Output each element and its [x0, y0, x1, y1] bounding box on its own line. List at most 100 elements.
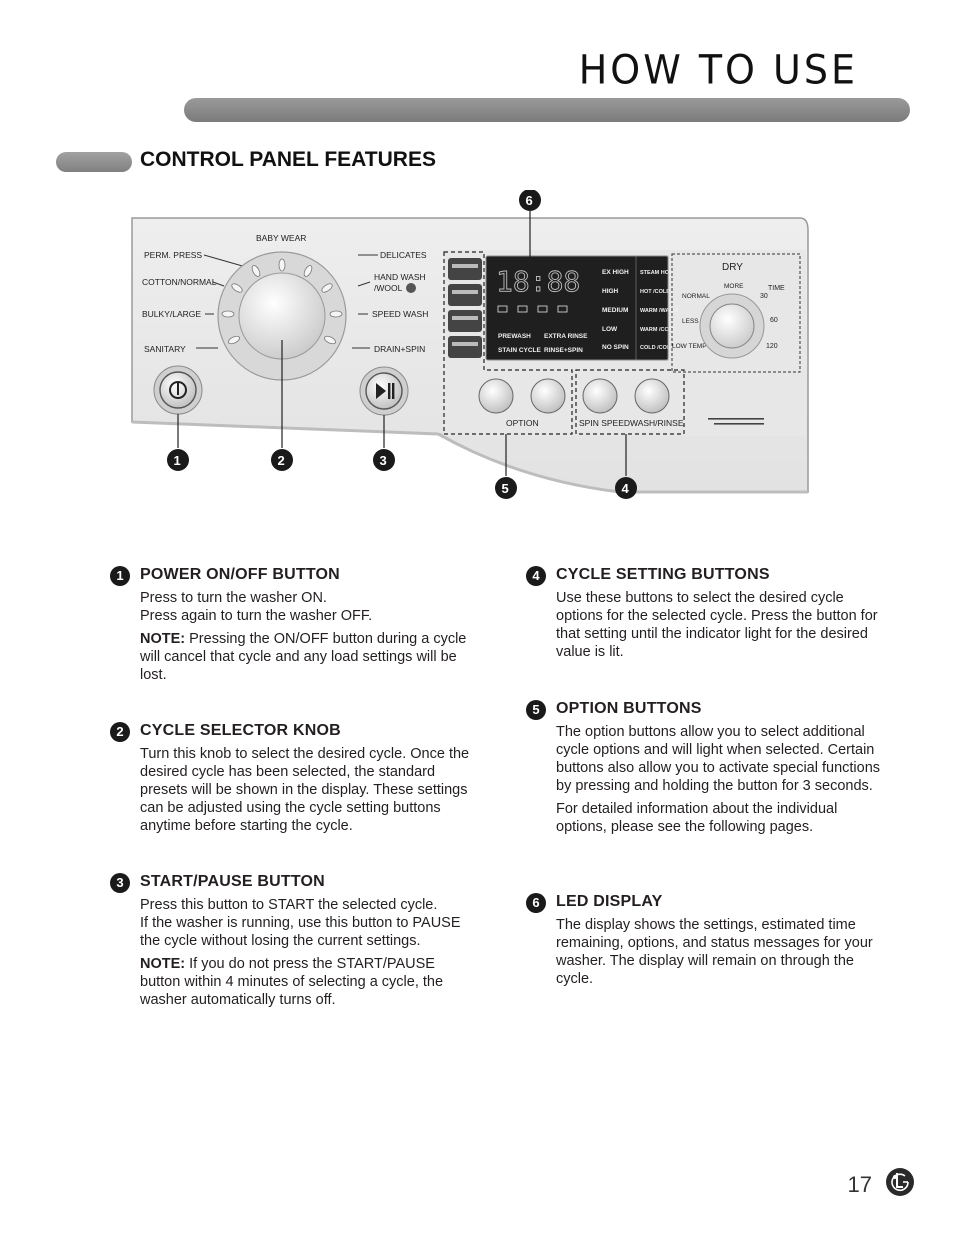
svg-text:4: 4 [622, 481, 630, 496]
callout-badge-1: 1 [167, 449, 189, 471]
lcd-option-rinse-spin: RINSE+SPIN [544, 347, 583, 354]
note-text: If you do not press the START/PAUSE butt… [140, 956, 444, 1008]
header-bar [184, 98, 910, 122]
callout-badge-6: 6 [519, 190, 541, 211]
dial-label-drain-spin: DRAIN+SPIN [374, 344, 425, 354]
item-number-badge: 2 [110, 722, 130, 742]
wool-icon [406, 283, 416, 293]
temp-steam-hot: STEAM HOT [640, 270, 673, 276]
item-power-button: 1 POWER ON/OFF BUTTON Press to turn the … [110, 566, 470, 689]
item-led-display: 6 LED DISPLAY The display shows the sett… [526, 893, 886, 993]
item-title: CYCLE SETTING BUTTONS [556, 566, 770, 583]
note-label: NOTE: [140, 956, 186, 972]
item-title: OPTION BUTTONS [556, 700, 702, 717]
item-cycle-selector-knob: 2 CYCLE SELECTOR KNOB Turn this knob to … [110, 722, 470, 840]
svg-text:6: 6 [526, 193, 533, 208]
callout-badge-2: 2 [271, 449, 293, 471]
item-title: CYCLE SELECTOR KNOB [140, 722, 341, 739]
item-option-buttons: 5 OPTION BUTTONS The option buttons allo… [526, 700, 886, 841]
option-button-2[interactable] [530, 378, 566, 414]
callout-badge-3: 3 [373, 449, 395, 471]
section-pill [56, 152, 132, 172]
option-button-1[interactable] [478, 378, 514, 414]
item-body: The option buttons allow you to select a… [556, 724, 881, 794]
dry-label-30: 30 [760, 293, 768, 300]
power-icon [169, 381, 187, 399]
item-start-pause-button: 3 START/PAUSE BUTTON Press this button t… [110, 873, 470, 1014]
callout-badge-5: 5 [495, 477, 517, 499]
dry-label-low-temp: LOW TEMP [672, 343, 707, 350]
item-line: Press again to turn the washer OFF. [140, 608, 373, 624]
svg-text:1: 1 [174, 453, 181, 468]
section-title: CONTROL PANEL FEATURES [140, 148, 436, 171]
dry-label-less: LESS [682, 318, 699, 325]
item-body-2: For detailed information about the indiv… [556, 801, 838, 835]
dry-label-60: 60 [770, 317, 778, 324]
dry-knob[interactable] [699, 293, 765, 359]
page-header-title: HOW TO USE [578, 46, 858, 94]
dial-label-wool: /WOOL [374, 283, 403, 293]
temp-display: STEAM HOT HOT /COLD WARM /WARM WARM /COL… [640, 270, 678, 351]
wash-rinse-button[interactable] [634, 378, 670, 414]
dial-label-bulky-large: BULKY/LARGE [142, 309, 201, 319]
wash-rinse-button-label: WASH/RINSE [630, 418, 684, 428]
item-cycle-setting-buttons: 4 CYCLE SETTING BUTTONS Use these button… [526, 566, 886, 666]
svg-text:2: 2 [278, 453, 285, 468]
dial-label-sanitary: SANITARY [144, 344, 186, 354]
dial-label-hand-wash: HAND WASH [374, 272, 426, 282]
note-label: NOTE: [140, 631, 186, 647]
item-number-badge: 5 [526, 700, 546, 720]
spin-level-medium: MEDIUM [602, 307, 628, 314]
dry-label-more: MORE [724, 283, 744, 290]
item-line: If the washer is running, use this butto… [140, 915, 461, 949]
page-number: 17 [847, 1172, 872, 1197]
play-pause-icon [376, 383, 395, 399]
spin-speed-button-label: SPIN SPEED [579, 418, 630, 428]
dry-label-time: TIME [768, 285, 785, 292]
spin-level-low: LOW [602, 326, 618, 333]
start-pause-button[interactable] [359, 366, 409, 416]
option-button-label: OPTION [506, 418, 539, 428]
dry-label-120: 120 [766, 343, 778, 350]
item-body: The display shows the settings, estimate… [556, 917, 873, 987]
dry-title: DRY [722, 262, 743, 273]
item-line: Press to turn the washer ON. [140, 590, 327, 606]
dial-label-cotton-normal: COTTON/NORMAL [142, 277, 217, 287]
svg-text:3: 3 [380, 453, 387, 468]
dry-label-normal: NORMAL [682, 293, 710, 300]
spin-level-no-spin: NO SPIN [602, 344, 629, 351]
spin-speed-button[interactable] [582, 378, 618, 414]
dial-label-baby-wear: BABY WEAR [256, 233, 306, 243]
lcd-option-extra-rinse: EXTRA RINSE [544, 333, 588, 340]
control-panel-illustration: BABY WEAR PERM. PRESS DELICATES COTTON/N… [131, 190, 809, 499]
item-title: LED DISPLAY [556, 893, 663, 910]
callout-badge-4: 4 [615, 477, 637, 499]
spin-level-high: HIGH [602, 288, 619, 295]
option-side-buttons[interactable] [448, 258, 482, 358]
lcd-option-stain-cycle: STAIN CYCLE [498, 347, 542, 354]
spin-level-ex-high: EX HIGH [602, 269, 629, 276]
temp-cold-cold: COLD /COLD [640, 345, 674, 351]
lg-logo-icon [886, 1168, 914, 1196]
dial-label-delicates: DELICATES [380, 250, 427, 260]
led-display: 18:88 PREWASH EXTRA RINSE STAIN CYCLE RI… [485, 255, 669, 361]
item-number-badge: 3 [110, 873, 130, 893]
item-line: Press this button to START the selected … [140, 897, 438, 913]
lcd-option-prewash: PREWASH [498, 333, 531, 340]
power-button[interactable] [153, 365, 203, 415]
item-body: Turn this knob to select the desired cyc… [140, 746, 470, 834]
temp-warm-cold: WARM /COLD [640, 327, 676, 333]
svg-text:5: 5 [502, 481, 509, 496]
item-number-badge: 4 [526, 566, 546, 586]
item-number-badge: 6 [526, 893, 546, 913]
item-body: Use these buttons to select the desired … [556, 590, 878, 660]
note-text: Pressing the ON/OFF button during a cycl… [140, 631, 467, 683]
dial-label-speed-wash: SPEED WASH [372, 309, 428, 319]
temp-warm-warm: WARM /WARM [640, 308, 678, 314]
item-title: POWER ON/OFF BUTTON [140, 566, 340, 583]
temp-hot-cold: HOT /COLD [640, 289, 670, 295]
led-time-readout: 18:88 [496, 265, 580, 298]
item-number-badge: 1 [110, 566, 130, 586]
item-title: START/PAUSE BUTTON [140, 873, 325, 890]
dial-label-perm-press: PERM. PRESS [144, 250, 202, 260]
